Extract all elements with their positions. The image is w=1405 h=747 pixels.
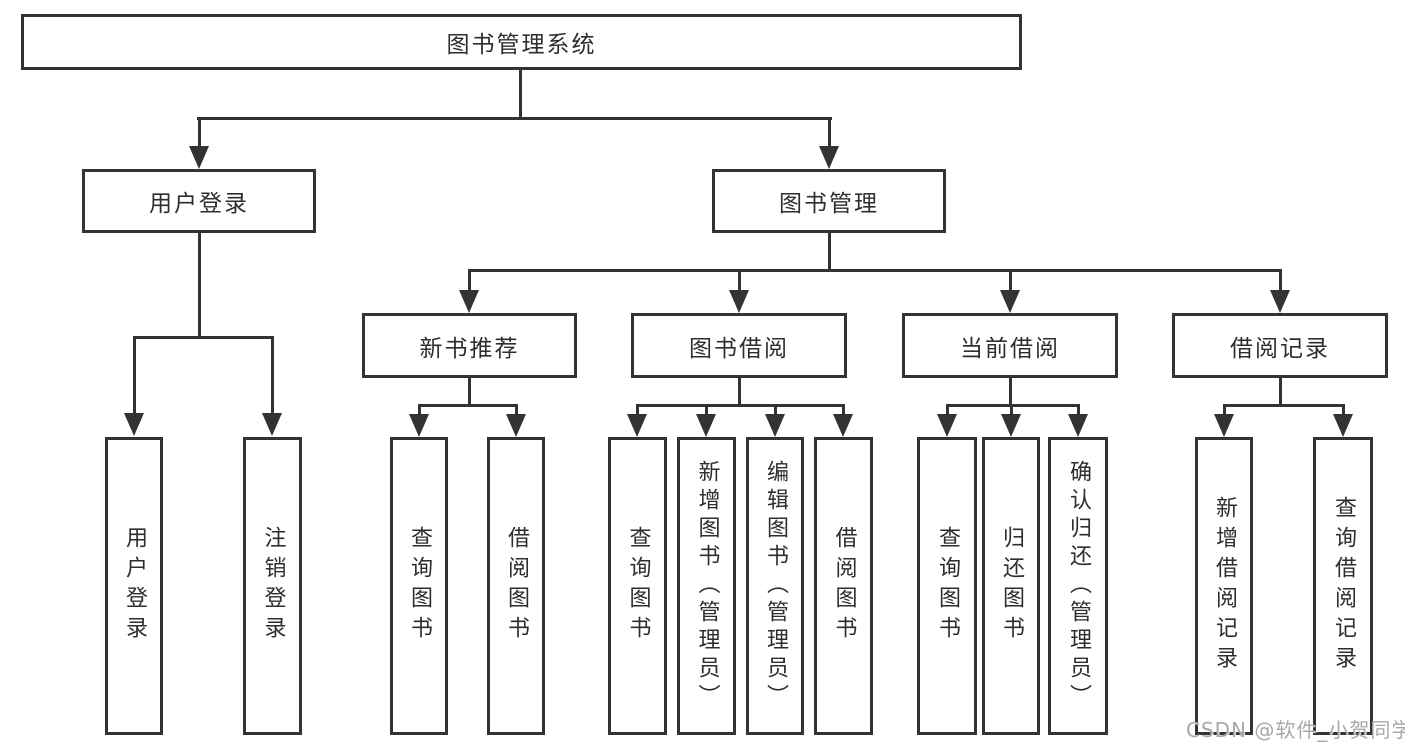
connector-stub [515, 404, 518, 416]
connector-stub [828, 117, 831, 147]
arrow-down-icon [627, 414, 647, 437]
connector-stub [1223, 404, 1226, 416]
node-query-book-borrow: 查询图书 [608, 437, 667, 735]
connector-stub [1279, 269, 1282, 292]
leaf-label: 查询借阅记录 [1331, 496, 1356, 676]
node-add-book-admin: 新增图书（管理员） [677, 437, 736, 735]
leaf-label: 注销登录 [260, 526, 286, 646]
leaf-label: 归还图书 [999, 526, 1024, 646]
arrow-down-icon [1333, 414, 1353, 437]
connector-userlogin-drop [198, 233, 201, 338]
connector-stub [1342, 404, 1345, 416]
connector-stub [636, 404, 639, 416]
connector-stub [468, 269, 471, 292]
node-query-borrow-record: 查询借阅记录 [1313, 437, 1373, 735]
connector-bookmgmt-splitter [468, 269, 1281, 272]
connector-userlogin-splitter [133, 336, 274, 339]
connector-splitter [636, 404, 845, 407]
connector-drop [1009, 378, 1012, 406]
arrow-down-icon [696, 414, 716, 437]
leaf-label: 查询图书 [935, 526, 960, 646]
leaf-label: 新增图书（管理员） [694, 460, 720, 712]
arrow-down-icon [1270, 290, 1290, 313]
connector-stub [946, 404, 949, 416]
arrow-down-icon [765, 414, 785, 437]
arrow-down-icon [189, 146, 209, 169]
arrow-down-icon [1000, 290, 1020, 313]
node-user-login: 用户登录 [82, 169, 316, 233]
arrow-down-icon [1068, 414, 1088, 437]
node-library-management-system: 图书管理系统 [21, 14, 1022, 70]
arrow-down-icon [1001, 414, 1021, 437]
connector-stub [842, 404, 845, 416]
connector-splitter [418, 404, 518, 407]
connector-drop [738, 378, 741, 406]
connector-root-splitter [197, 117, 832, 120]
node-current-borrow: 当前借阅 [902, 313, 1118, 378]
csdn-watermark: CSDN @软件_小贺同学 [1186, 718, 1405, 742]
node-new-book-recommend: 新书推荐 [362, 313, 577, 378]
node-borrow-book: 借阅图书 [814, 437, 873, 735]
leaf-label: 新增借阅记录 [1212, 496, 1237, 676]
node-borrow-book-recommend: 借阅图书 [487, 437, 545, 735]
connector-root-drop [519, 69, 522, 119]
arrow-down-icon [937, 414, 957, 437]
node-confirm-return-admin: 确认归还（管理员） [1048, 437, 1108, 735]
arrow-down-icon [819, 146, 839, 169]
connector-stub [1077, 404, 1080, 416]
node-query-book-recommend: 查询图书 [390, 437, 448, 735]
arrow-down-icon [833, 414, 853, 437]
node-add-borrow-record: 新增借阅记录 [1195, 437, 1253, 735]
connector-stub [418, 404, 421, 416]
node-book-borrow: 图书借阅 [631, 313, 847, 378]
connector-stub [1010, 404, 1013, 416]
leaf-label: 确认归还（管理员） [1066, 460, 1091, 712]
node-book-management: 图书管理 [712, 169, 946, 233]
node-user-login-leaf: 用户登录 [105, 437, 163, 735]
arrow-down-icon [459, 290, 479, 313]
connector-splitter [946, 404, 1080, 407]
arrow-down-icon [506, 414, 526, 437]
connector-stub [133, 336, 136, 414]
connector-stub [738, 269, 741, 292]
leaf-label: 编辑图书（管理员） [763, 460, 788, 712]
node-query-book-current: 查询图书 [917, 437, 977, 735]
arrow-down-icon [1214, 414, 1234, 437]
arrow-down-icon [729, 290, 749, 313]
node-borrow-record: 借阅记录 [1172, 313, 1388, 378]
connector-stub [774, 404, 777, 416]
arrow-down-icon [124, 413, 144, 436]
connector-drop [1279, 378, 1282, 406]
node-return-book: 归还图书 [982, 437, 1040, 735]
connector-stub [705, 404, 708, 416]
connector-stub [198, 117, 201, 147]
connector-drop [468, 378, 471, 406]
arrow-down-icon [409, 414, 429, 437]
connector-stub [271, 336, 274, 414]
node-edit-book-admin: 编辑图书（管理员） [746, 437, 804, 735]
node-logout-leaf: 注销登录 [243, 437, 302, 735]
leaf-label: 查询图书 [407, 526, 432, 646]
connector-splitter [1223, 404, 1344, 407]
leaf-label: 用户登录 [122, 526, 147, 646]
arrow-down-icon [262, 413, 282, 436]
connector-bookmgmt-drop [828, 233, 831, 271]
leaf-label: 借阅图书 [831, 526, 857, 646]
leaf-label: 查询图书 [625, 526, 651, 646]
connector-stub [1009, 269, 1012, 292]
leaf-label: 借阅图书 [504, 526, 529, 646]
